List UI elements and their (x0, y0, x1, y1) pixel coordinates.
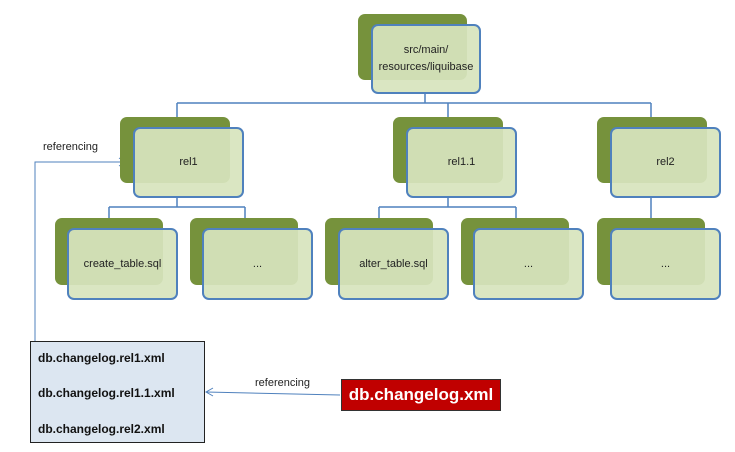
root-line1: src/main/ (403, 44, 449, 56)
file-alter-table: alter_table.sql (338, 228, 449, 300)
folder-rel1: rel1 (133, 127, 244, 198)
file-ellipsis: ... (202, 228, 313, 300)
file-ellipsis: ... (473, 228, 584, 300)
changelog-item: db.changelog.rel2.xml (38, 422, 165, 436)
file-create-table: create_table.sql (67, 228, 178, 300)
master-changelog-box: db.changelog.xml (341, 379, 501, 411)
file-label: ... (660, 257, 671, 270)
folder-label: rel2 (656, 156, 675, 168)
root-folder-node: src/main/resources/liquibase (371, 24, 481, 94)
changelog-item: db.changelog.rel1.xml (38, 351, 165, 365)
file-label: ... (252, 257, 263, 270)
folder-label: rel1 (179, 156, 198, 168)
folder-rel1-1: rel1.1 (406, 127, 517, 198)
file-label: alter_table.sql (359, 257, 428, 270)
file-label: ... (523, 257, 534, 270)
referencing-label-bottom: referencing (255, 377, 311, 389)
root-line2: resources/liquibase (378, 61, 474, 73)
referencing-label-top: referencing (43, 141, 99, 153)
folder-rel2: rel2 (610, 127, 721, 198)
file-ellipsis: ... (610, 228, 721, 300)
file-label: create_table.sql (83, 257, 162, 270)
changelog-item: db.changelog.rel1.1.xml (38, 386, 175, 400)
folder-label: rel1.1 (447, 156, 476, 168)
changelog-list-box: db.changelog.rel1.xml db.changelog.rel1.… (30, 341, 205, 443)
